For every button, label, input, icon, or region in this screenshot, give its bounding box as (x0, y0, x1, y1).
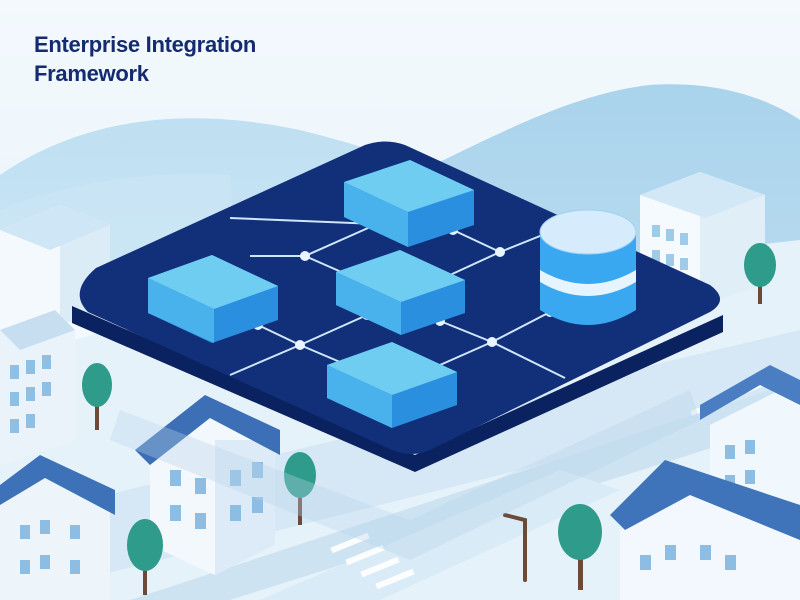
tree-icon (284, 452, 316, 525)
tree-icon (127, 519, 163, 595)
tree-icon (82, 363, 112, 430)
house-middle-left (135, 395, 280, 575)
service-block-icon (148, 255, 278, 343)
page-title: Enterprise Integration Framework (34, 30, 354, 88)
database-cylinder-icon (539, 209, 637, 325)
title-line-1: Enterprise Integration (34, 32, 256, 57)
streetlight-icon (503, 513, 527, 582)
house-bottom-left (0, 455, 115, 600)
service-block-icon (327, 342, 457, 428)
title-line-2: Framework (34, 61, 149, 86)
service-block-icon (336, 250, 465, 335)
tree-icon (744, 243, 776, 304)
circuit-lines (229, 217, 566, 379)
tree-icon (558, 504, 602, 590)
house-bottom-right (610, 460, 800, 600)
service-block-icon (344, 160, 474, 247)
building-left-apartment (0, 310, 75, 465)
